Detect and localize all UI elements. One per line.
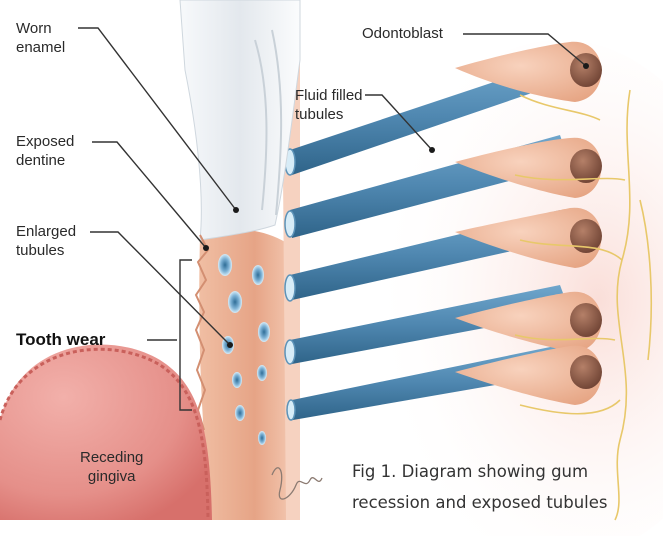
- label-fluid-filled-tubules: Fluid filled tubules: [295, 86, 363, 124]
- label-worn-enamel: Worn enamel: [16, 19, 65, 57]
- label-line: Exposed: [16, 132, 74, 151]
- label-line: Enlarged: [16, 222, 76, 241]
- label-odontoblast: Odontoblast: [362, 24, 443, 43]
- caption-line: Fig 1. Diagram showing gum: [352, 456, 608, 487]
- label-line: Worn: [16, 19, 65, 38]
- label-exposed-dentine: Exposed dentine: [16, 132, 74, 170]
- label-line: Receding: [80, 448, 143, 467]
- label-line: enamel: [16, 38, 65, 57]
- label-line: gingiva: [80, 467, 143, 486]
- figure-caption: Fig 1. Diagram showing gum recession and…: [352, 456, 608, 518]
- label-line: tubules: [295, 105, 363, 124]
- label-line: dentine: [16, 151, 74, 170]
- label-line: tubules: [16, 241, 76, 260]
- caption-line: recession and exposed tubules: [352, 487, 608, 518]
- label-receding-gingiva: Receding gingiva: [80, 448, 143, 486]
- label-tooth-wear: Tooth wear: [16, 330, 105, 349]
- label-line: Fluid filled: [295, 86, 363, 105]
- label-enlarged-tubules: Enlarged tubules: [16, 222, 76, 260]
- dentine-column: [199, 229, 292, 520]
